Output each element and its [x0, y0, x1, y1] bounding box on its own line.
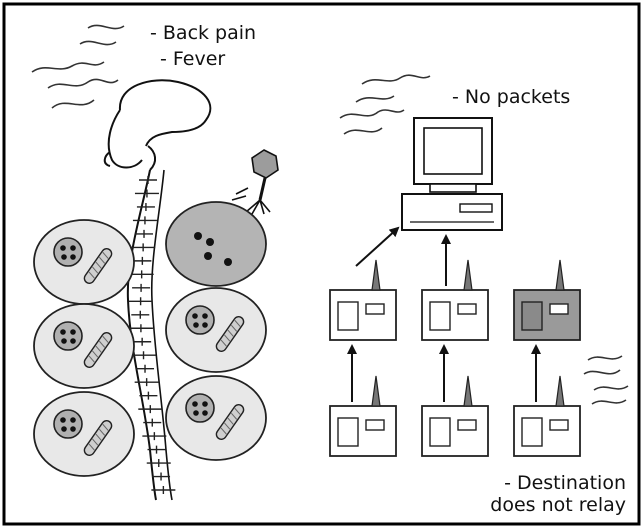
vertebra: [138, 405, 163, 414]
vertebra: [151, 486, 176, 494]
nucleus: [185, 305, 215, 335]
relay-node: [421, 259, 489, 341]
antenna: [371, 375, 381, 407]
symptom-destination-line2: does not relay: [490, 494, 626, 516]
destination-node: [513, 375, 581, 457]
vertebra: [143, 418, 162, 427]
computer-heat-lines: [339, 74, 431, 135]
vertebra: [139, 391, 158, 400]
skull: [103, 79, 212, 171]
antenna: [371, 259, 381, 291]
antenna: [555, 259, 565, 291]
vertebra: [134, 189, 159, 198]
cell: [165, 287, 267, 373]
infected-cell: [165, 201, 267, 287]
sensor-nodes: [329, 259, 581, 457]
nucleus: [53, 237, 83, 267]
sensor-node: [421, 375, 489, 457]
vertebra: [146, 459, 171, 468]
symptom-no-packets: - No packets: [452, 86, 571, 108]
vertebra: [132, 216, 157, 225]
relay-node: [329, 259, 397, 341]
packet-flow-arrows: [347, 226, 541, 402]
destination-heat-lines: [583, 355, 629, 405]
body-cells: [33, 201, 267, 477]
symptom-fever: - Fever: [160, 48, 226, 70]
vertebra: [135, 229, 154, 238]
symptom-back-pain: - Back pain: [150, 22, 257, 44]
vertebra: [129, 270, 154, 279]
vertebra: [133, 337, 152, 346]
vertebra: [132, 283, 151, 292]
virus-icon: [231, 149, 279, 215]
nucleus: [53, 321, 83, 351]
cell: [33, 219, 135, 305]
vertebra: [131, 310, 150, 319]
vertebra: [131, 243, 156, 252]
antenna: [463, 375, 473, 407]
vertebra: [128, 297, 153, 306]
symptom-destination-line1: - Destination: [504, 472, 626, 494]
cell: [33, 303, 135, 389]
fever-heat-lines: [31, 24, 125, 109]
arrow-to-computer-diag: [355, 226, 400, 267]
nucleus: [53, 409, 83, 439]
vertebra: [136, 202, 155, 211]
vertebra: [131, 351, 156, 360]
vertebra: [134, 378, 159, 387]
antenna: [555, 375, 565, 407]
vertebra: [128, 324, 153, 333]
sensor-node: [329, 375, 397, 457]
vertebra: [142, 432, 167, 441]
base-station-computer: [401, 117, 503, 231]
vertebra: [139, 176, 157, 184]
vertebra: [136, 364, 155, 373]
cell: [33, 391, 135, 477]
failed-relay-node: [513, 259, 581, 341]
nucleus: [185, 393, 215, 423]
vertebra: [133, 256, 152, 265]
vertebra: [152, 472, 171, 481]
vertebra: [147, 445, 166, 454]
antenna: [463, 259, 473, 291]
cell: [165, 375, 267, 461]
